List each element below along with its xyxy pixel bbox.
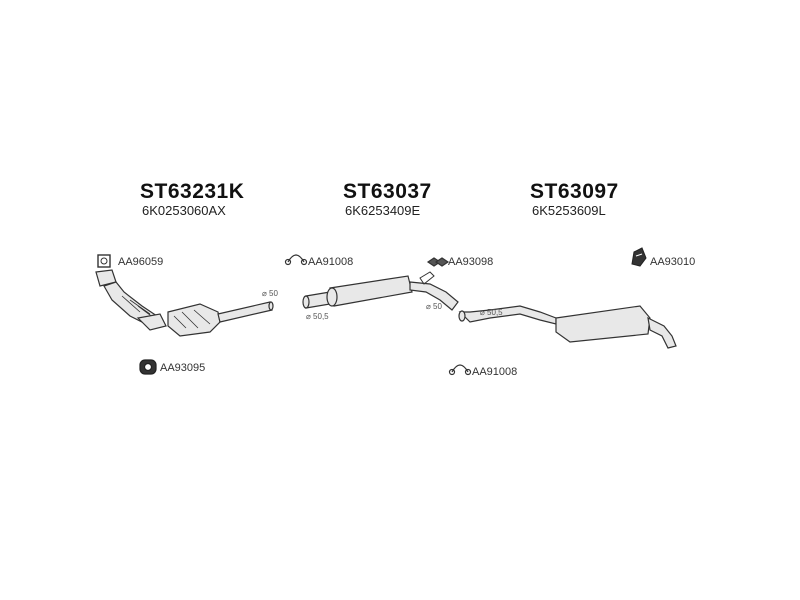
assembly-title-middle: ST63037 (343, 180, 432, 203)
dimension-label: ⌀ 50,5 (306, 312, 329, 321)
assembly-title-rear: ST63097 (530, 180, 619, 203)
dimension-label: ⌀ 50 (262, 289, 278, 298)
part-code-clamp-2: AA91008 (472, 366, 518, 378)
rubber-mount-icon (631, 247, 647, 267)
clamp-icon (448, 364, 472, 376)
assembly-oem-front: 6K0253060AX (142, 203, 226, 218)
part-code-clamp-1: AA91008 (308, 256, 354, 268)
rear-silencer (458, 305, 677, 349)
dimension-label: ⌀ 50 (426, 302, 442, 311)
dimension-label: ⌀ 50,5 (480, 308, 503, 317)
clamp-icon (284, 254, 308, 266)
part-code-gasket-front: AA96059 (118, 256, 164, 268)
assembly-oem-rear: 6K5253609L (532, 203, 606, 218)
gasket-icon (97, 254, 111, 268)
assembly-title-front: ST63231K (140, 180, 245, 203)
assembly-oem-middle: 6K6253409E (345, 203, 421, 218)
middle-silencer (302, 271, 459, 311)
catalytic-converter-pipe (95, 269, 274, 337)
part-code-mount-rear: AA93010 (650, 256, 696, 268)
hanger-icon (426, 257, 450, 267)
part-code-mount-front: AA93095 (160, 362, 206, 374)
part-code-hanger-1: AA93098 (448, 256, 494, 268)
rubber-ring-icon (139, 359, 157, 375)
